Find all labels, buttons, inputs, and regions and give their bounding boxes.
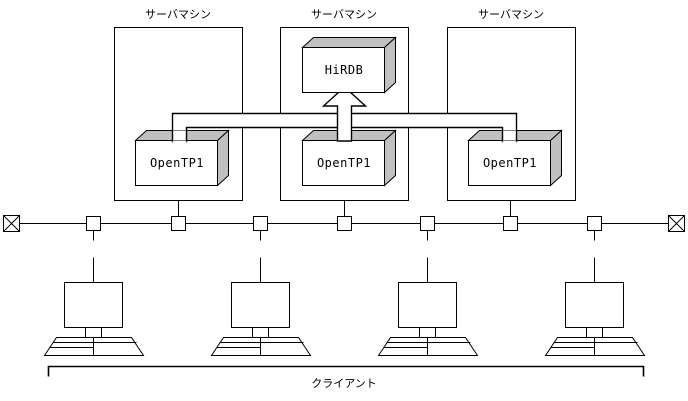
server-machine-right-label: サーバマシン [478, 8, 544, 21]
hirdb-box [301, 36, 397, 94]
terminal-2-monitor [231, 282, 290, 328]
terminal-4-monitor [565, 282, 624, 328]
terminal-2-stand [252, 327, 269, 338]
hirdb-front-face [302, 47, 385, 93]
opentp1-box-right [467, 129, 563, 187]
opentp1-left-pipe-notch [172, 130, 187, 141]
tap-client-1 [86, 216, 101, 241]
client-terminal-1 [43, 257, 145, 356]
tap-client-4 [587, 216, 602, 241]
client-bracket [47, 365, 645, 377]
opentp1-right-pipe-notch-edges [501, 130, 518, 143]
terminal-4-stand [586, 327, 603, 338]
client-bracket-path [47, 365, 645, 377]
terminal-3-monitor [398, 282, 457, 328]
opentp1-box-center [301, 129, 397, 187]
client-caption: クライアント [311, 377, 377, 390]
client-terminal-2 [210, 257, 312, 356]
terminal-3-stand [419, 327, 436, 338]
hirdb-side-face [384, 36, 396, 94]
tap-client-3 [420, 216, 435, 241]
server-machine-left-label: サーバマシン [145, 8, 211, 21]
opentp1-right-side-face [550, 129, 562, 187]
opentp1-center-front-face [302, 140, 385, 186]
client-terminal-3 [377, 257, 479, 356]
client-terminal-4 [544, 257, 646, 356]
hirdb-label: HiRDB [324, 63, 364, 77]
bus-terminator-left [3, 215, 20, 232]
network-bus [3, 215, 685, 241]
tap-client-2 [253, 216, 268, 241]
opentp1-left-side-face [217, 129, 229, 187]
server-machine-center-label: サーバマシン [311, 8, 377, 21]
opentp1-center-label: OpenTP1 [316, 156, 372, 170]
tap-server-left [171, 216, 186, 231]
arrow-pipe-crossing-mask [338, 112, 351, 129]
opentp1-right-pipe-notch [502, 130, 517, 141]
opentp1-to-hirdb-arrow [321, 86, 368, 142]
tap-server-right [503, 216, 518, 231]
hirdb-top-face [301, 37, 397, 48]
opentp1-center-side-face [384, 129, 396, 187]
opentp1-left-pipe-notch-edges [171, 130, 188, 143]
bus-terminator-right [668, 215, 685, 232]
opentp1-right-front-face [468, 140, 551, 186]
opentp1-left-label: OpenTP1 [149, 156, 205, 170]
opentp1-right-label: OpenTP1 [482, 156, 538, 170]
tap-server-center [337, 216, 352, 231]
terminal-1-stand [85, 327, 102, 338]
terminal-1-monitor [64, 282, 123, 328]
opentp1-left-front-face [135, 140, 218, 186]
opentp1-box-left [134, 129, 230, 187]
